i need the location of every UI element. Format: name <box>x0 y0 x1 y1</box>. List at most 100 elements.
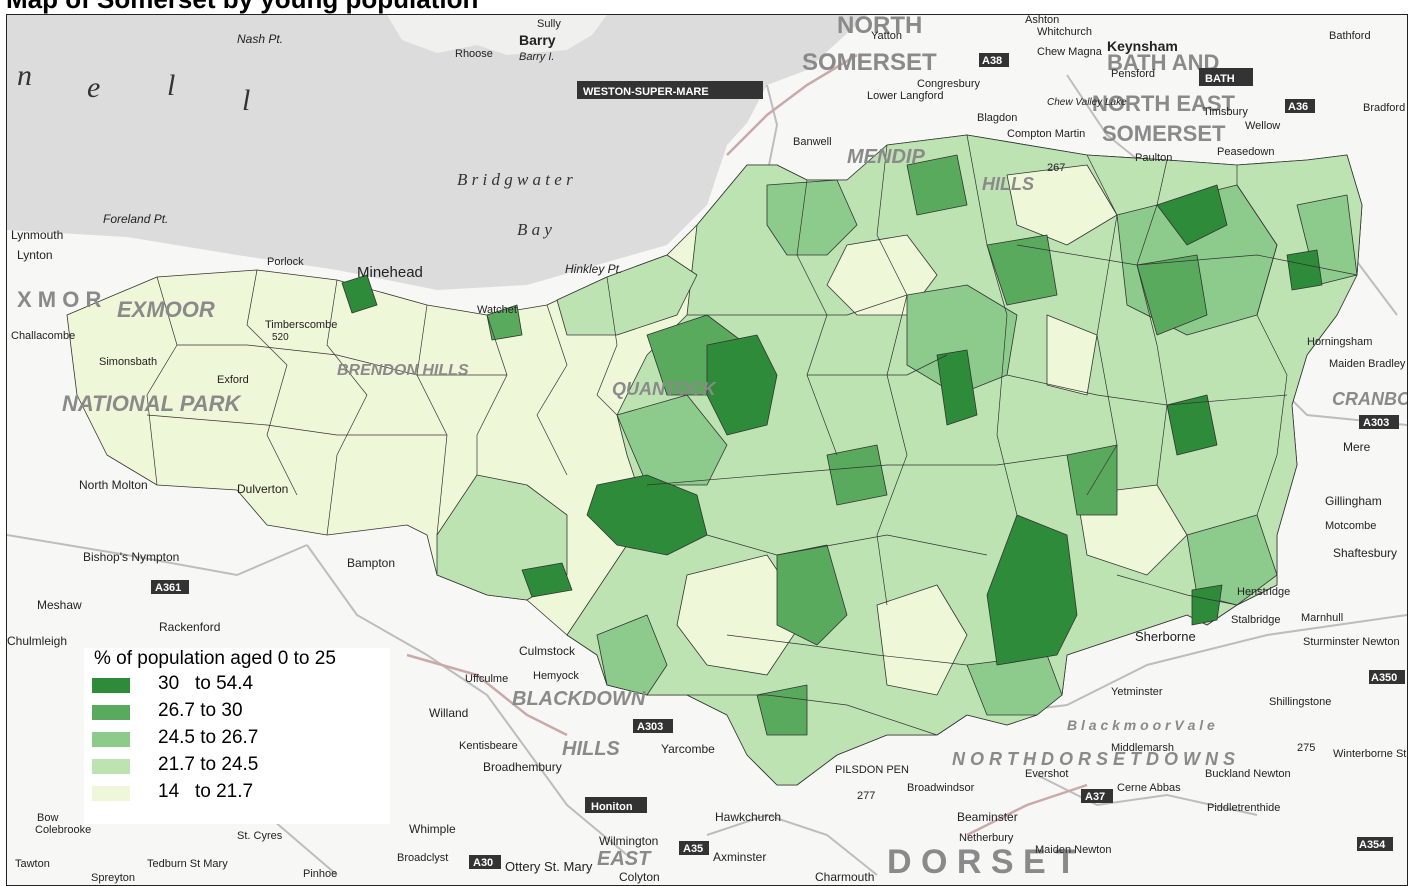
region-class-2-b <box>776 544 848 646</box>
legend-row-1: 30 to 54.4 <box>92 673 382 699</box>
place-marnhull: Marnhull <box>1301 612 1343 624</box>
legend-row-5: 14 to 21.7 <box>92 781 382 807</box>
place-bradford: Bradford on Avon <box>1363 102 1407 114</box>
sign-a36: A36 <box>1285 99 1315 113</box>
place-cerne-abbas: Cerne Abbas <box>1117 782 1181 794</box>
place-motcombe: Motcombe <box>1325 520 1376 532</box>
place-spreyton: Spreyton <box>91 872 135 884</box>
place-maiden-newton: Maiden Newton <box>1035 844 1111 856</box>
background-roads-red <box>406 53 1088 837</box>
map-legend: % of population aged 0 to 25 30 to 54.4 … <box>84 648 390 824</box>
place-shaftesbury: Shaftesbury <box>1333 546 1397 560</box>
place-broadwindsor: Broadwindsor <box>907 782 975 794</box>
channel-letter-2: e <box>87 71 100 104</box>
place-height-267: 267 <box>1047 162 1065 174</box>
place-barry: Barry <box>519 32 556 48</box>
place-horningsham: Horningsham <box>1307 336 1372 348</box>
place-north-molton: North Molton <box>79 478 148 492</box>
legend-swatch-5 <box>92 786 130 801</box>
place-whimple: Whimple <box>409 822 456 836</box>
region-class-1-glastonbury <box>936 349 978 426</box>
region-class-2-d <box>1136 254 1208 336</box>
region-class-1-wellington <box>521 562 573 598</box>
place-barry-i: Barry I. <box>519 51 554 63</box>
place-simonsbath: Simonsbath <box>99 356 157 368</box>
place-buckland: Buckland Newton <box>1205 768 1291 780</box>
region-class-3-d <box>616 394 728 486</box>
region-class-2-h <box>756 684 808 736</box>
region-blackdown-hills: HILLS <box>562 738 620 760</box>
place-nash-pt: Nash Pt. <box>237 32 283 46</box>
place-compton-martin: Compton Martin <box>1007 128 1085 140</box>
place-bow: Bow <box>37 812 58 824</box>
region-class-2-f <box>1066 444 1118 516</box>
sign-a30: A30 <box>469 855 501 869</box>
region-class-4-northwest <box>556 254 698 336</box>
place-tedburn: Tedburn St Mary <box>147 858 228 870</box>
place-wilmington: Wilmington <box>599 834 658 848</box>
place-lynmouth: Lynmouth <box>11 228 63 242</box>
place-colebrooke: Colebrooke <box>35 824 91 836</box>
legend-label-1: 30 to 54.4 <box>158 673 254 694</box>
place-broadhembury: Broadhembury <box>483 760 562 774</box>
region-exmoor: EXMOOR <box>117 297 215 322</box>
region-class-1-chard <box>1191 584 1223 626</box>
sign-a30-label: A30 <box>473 857 493 869</box>
region-class-1-taunton <box>586 474 708 556</box>
place-watchet: Watchet <box>477 304 517 316</box>
sign-a303-east-label: A303 <box>1363 417 1389 429</box>
place-culmstock: Culmstock <box>519 644 576 658</box>
place-chew-valley: Chew Valley Lake <box>1047 97 1127 108</box>
place-broadclyst: Broadclyst <box>397 852 448 864</box>
place-piddletrenthide: Piddletrenthide <box>1207 802 1280 814</box>
place-rhoose: Rhoose <box>455 48 493 60</box>
place-foreland-pt: Foreland Pt. <box>103 212 168 226</box>
place-bampton: Bampton <box>347 556 395 570</box>
region-blackdown: BLACKDOWN <box>512 688 646 710</box>
place-height-275: 275 <box>1297 742 1315 754</box>
sign-a35-label: A35 <box>683 843 703 855</box>
place-wellow: Wellow <box>1245 120 1280 132</box>
place-dulverton: Dulverton <box>237 482 288 496</box>
region-north-somerset-1: NORTH <box>837 15 922 39</box>
place-kentisbeare: Kentisbeare <box>459 740 518 752</box>
page-title: Map of Somerset by young population <box>6 0 1406 15</box>
sign-a303-west-label: A303 <box>637 721 663 733</box>
region-north-east-2: SOMERSET <box>1102 121 1226 146</box>
region-class-5-pocket-c <box>676 554 808 676</box>
region-north-east-1: NORTH EAST <box>1092 91 1236 116</box>
region-class-3-e <box>1186 514 1278 606</box>
region-blackmoor-vale: B l a c k m o o r V a l e <box>1067 717 1215 733</box>
place-colyton: Colyton <box>619 870 660 884</box>
place-uffculme: Uffculme <box>465 673 508 685</box>
place-pilsdon-height: 277 <box>857 790 875 802</box>
place-hemyock: Hemyock <box>533 670 579 682</box>
place-sturminster: Sturminster Newton <box>1303 636 1400 648</box>
place-maiden-bradley: Maiden Bradley <box>1329 358 1406 370</box>
region-class-3-g <box>596 614 668 696</box>
sign-weston-label: WESTON-SUPER-MARE <box>583 86 709 98</box>
place-pilsdon: PILSDON PEN <box>835 764 909 776</box>
channel-letter-3: l <box>167 69 175 102</box>
legend-swatch-3 <box>92 732 130 747</box>
sign-honiton-label: Honiton <box>591 801 633 813</box>
sign-a303-west: A303 <box>633 719 673 733</box>
place-henstridge: Henstridge <box>1237 586 1290 598</box>
region-mendip: MENDIP <box>847 146 925 168</box>
sign-a38-label: A38 <box>982 55 1002 67</box>
sign-a36-label: A36 <box>1288 101 1308 113</box>
place-height-520: 520 <box>272 332 289 343</box>
region-north-dorset-downs: N O R T H D O R S E T D O W N S <box>952 749 1235 769</box>
place-bathford: Bathford <box>1329 30 1371 42</box>
welsh-coast-land <box>387 15 607 55</box>
sign-a38: A38 <box>979 53 1009 67</box>
region-class-1-shepton <box>1166 394 1218 456</box>
place-peasedown: Peasedown <box>1217 146 1275 158</box>
region-class-5-pocket-d <box>876 584 968 696</box>
legend-label-4: 21.7 to 24.5 <box>158 754 259 775</box>
place-challacombe: Challacombe <box>11 330 75 342</box>
region-cranbo: CRANBO <box>1332 389 1407 409</box>
place-hawkchurch: Hawkchurch <box>715 810 781 824</box>
place-lynton: Lynton <box>17 248 53 262</box>
sign-a361: A361 <box>151 580 189 594</box>
